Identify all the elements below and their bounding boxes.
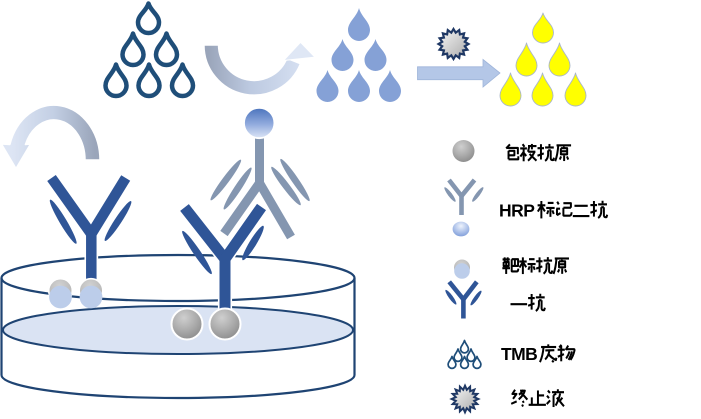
svg-text:TMB: TMB bbox=[501, 344, 537, 364]
svg-text:HRP: HRP bbox=[499, 201, 535, 221]
